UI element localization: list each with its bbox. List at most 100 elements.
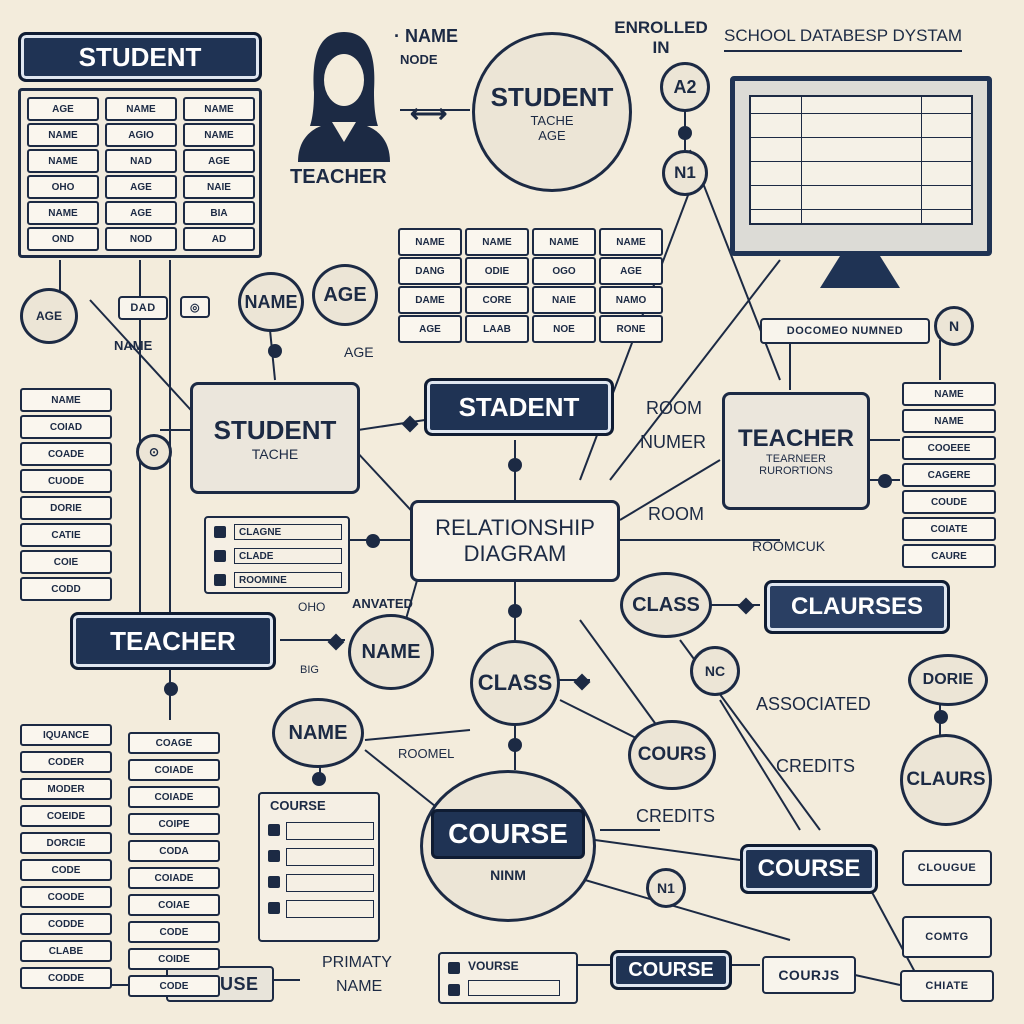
student-table-cell: NAME: [27, 123, 99, 147]
left-stack-item: COIE: [20, 550, 112, 574]
teacher-avatar: [284, 22, 404, 162]
student-table-cell: OND: [27, 227, 99, 251]
chiate-pill: CHIATE: [900, 970, 994, 1002]
student-table-header: STUDENT: [18, 32, 262, 82]
center-table-cell: NAME: [532, 228, 596, 256]
bottom-left-stack-item: CODDE: [20, 967, 112, 989]
comtg-pill: COMTG: [902, 916, 992, 958]
center-table-cell: NAIE: [532, 286, 596, 314]
anvated-label: ANVATED: [352, 596, 413, 611]
record-circle: N: [934, 306, 974, 346]
name-circle: NAME: [238, 272, 304, 332]
page-title: SCHOOL DATABESP DYSTAM: [724, 26, 963, 52]
right-stack-item: COUDE: [902, 490, 996, 514]
connector-dot: [366, 534, 380, 548]
student-table-cell: NAME: [105, 97, 177, 121]
room-number-label: ROOM: [646, 398, 702, 418]
center-table-cell: DAME: [398, 286, 462, 314]
mini-list-item: ROOMINE: [234, 572, 342, 588]
bottom-mid-stack-item: CODE: [128, 975, 220, 997]
bottom-left-stack-item: CODER: [20, 751, 112, 773]
monitor-screen: [749, 95, 973, 225]
center-table-cell: CORE: [465, 286, 529, 314]
connector-dot: [312, 772, 326, 786]
course-box: COURSE: [740, 844, 878, 894]
class-circle-2: CLASS: [470, 640, 560, 726]
bottom-mid-stack-item: COIADE: [128, 867, 220, 889]
credits-label: CREDITS: [776, 756, 856, 776]
student-table-cell: AGE: [27, 97, 99, 121]
database-monitor: [730, 76, 992, 256]
teacher-box-title: TEACHER: [737, 425, 854, 452]
connector-dot: [508, 458, 522, 472]
center-table-cell: RONE: [599, 315, 663, 343]
student-table-cell: AGE: [105, 175, 177, 199]
room-label: ROOM: [648, 504, 704, 524]
student-circle-sub1: TACHE: [530, 112, 574, 128]
student-circle-sub2: AGE: [538, 127, 566, 143]
n1-circle: N1: [662, 150, 708, 196]
student-table-cell: AGIO: [105, 123, 177, 147]
center-table-cell: NOE: [532, 315, 596, 343]
student-circle-title: STUDENT: [490, 81, 614, 112]
left-stack-item: NAME: [20, 388, 112, 412]
left-stack-item: CATIE: [20, 523, 112, 547]
student-table-cell: NAME: [27, 201, 99, 225]
bottom-left-stack-item: CLABE: [20, 940, 112, 962]
connector-dot: [878, 474, 892, 488]
teacher-box: TEACHER TEARNEER RURORTIONS: [722, 392, 870, 510]
left-stack-item: COADE: [20, 442, 112, 466]
clauses-node: CLAURSES: [764, 580, 950, 634]
connector-dot: [508, 738, 522, 752]
center-table-cell: AGE: [398, 315, 462, 343]
a2-circle: A2: [660, 62, 710, 112]
vourse-label: VOURSE: [468, 959, 519, 973]
right-stack-item: COOEEE: [902, 436, 996, 460]
vourse-list: VOURSE: [438, 952, 578, 1004]
student-table-cell: AGE: [183, 149, 255, 173]
student-table-cell: AD: [183, 227, 255, 251]
credits-label-2: CREDITS: [636, 806, 716, 826]
center-table-cell: NAME: [465, 228, 529, 256]
student-table-cell: NAME: [183, 97, 255, 121]
left-small-circle: AGE: [20, 288, 78, 344]
name-circle-3: NAME: [272, 698, 364, 768]
connector-dot: [934, 710, 948, 724]
left-pill-2: ◎: [180, 296, 210, 318]
bottom-left-stack-item: IQUANCE: [20, 724, 112, 746]
bottom-left-stack-item: MODER: [20, 778, 112, 800]
center-table-cell: NAMO: [599, 286, 663, 314]
bottom-mid-stack-item: COIPE: [128, 813, 220, 835]
bottom-mid-stack-item: COIDE: [128, 948, 220, 970]
course-circle-sub: NINM: [490, 867, 526, 883]
student-table-cell: AGE: [105, 201, 177, 225]
record-bar: DOCOMEO NUMNED: [760, 318, 930, 344]
center-table-cell: ODIE: [465, 257, 529, 285]
bidirectional-arrow-icon: ⟷: [410, 98, 448, 128]
bottom-left-stack-item: CODE: [20, 859, 112, 881]
teacher-box-sub2: RURORTIONS: [759, 465, 833, 477]
course-header-bottom: COURSE: [610, 950, 732, 990]
left-stack-item: CODD: [20, 577, 112, 601]
connector-dot: [508, 604, 522, 618]
oho-label: OHO: [298, 600, 326, 614]
list-bullet: [214, 526, 226, 538]
student-table-cell: NOD: [105, 227, 177, 251]
clougue-pill: CLOUGUE: [902, 850, 992, 886]
student-table-cell: NAME: [183, 123, 255, 147]
room-number-label-2: NUMER: [640, 432, 706, 452]
list-bullet: [214, 550, 226, 562]
roomel-label: ROOMEL: [398, 746, 455, 761]
student-box: STUDENT TACHE: [190, 382, 360, 494]
left-stack-item: COIAD: [20, 415, 112, 439]
bc-label: BIG: [300, 664, 319, 676]
relationship-title: RELATIONSHIP: [435, 515, 595, 540]
age-circle: AGE: [312, 264, 378, 326]
cours-circle: COURS: [628, 720, 716, 790]
associated-label: ASSOCIATED: [756, 694, 871, 714]
stadent-node: STADENT: [424, 378, 614, 436]
